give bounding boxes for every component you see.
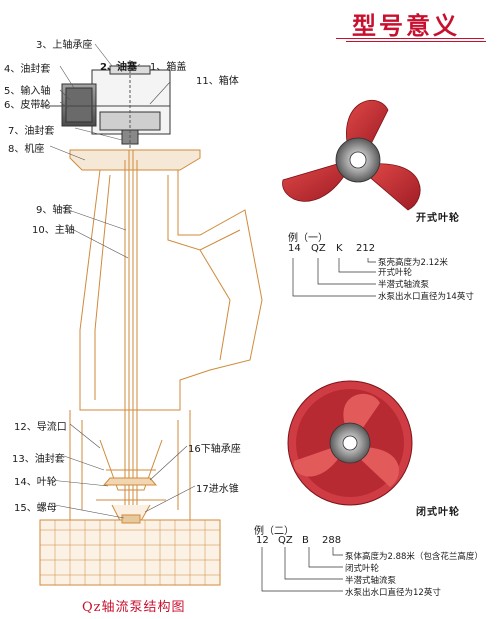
- example2-note-height: 泵体高度为2.88米（包含花兰高度）: [345, 552, 483, 562]
- diagram-caption: Qz轴流泵结构图: [82, 600, 186, 615]
- example2-title: 例（二）: [254, 526, 294, 537]
- closed-impeller-illustration: [287, 380, 413, 506]
- label-oil-seal-sleeve-4: 4、油封套: [4, 64, 51, 75]
- closed-impeller-caption: 闭式叶轮: [416, 507, 460, 518]
- pump-body: [39, 150, 263, 586]
- label-guide-outlet: 12、导流口: [14, 422, 67, 433]
- example2-code-type: QZ: [278, 535, 293, 546]
- example1-note-impeller: 开式叶轮: [378, 268, 413, 278]
- example1-note-height: 泵壳高度为2.12米: [378, 258, 448, 268]
- example1-note-size: 水泵出水口直径为14英寸: [378, 292, 474, 302]
- open-impeller-caption: 开式叶轮: [416, 213, 460, 224]
- label-inlet-cone: 17进水锥: [196, 484, 239, 495]
- example1-note-type: 半潜式轴流泵: [378, 280, 430, 290]
- label-main-shaft: 10、主轴: [32, 225, 75, 236]
- label-gearbox-body: 11、箱体: [196, 76, 239, 87]
- open-impeller-illustration: [282, 100, 421, 211]
- example2-code-height: 288: [322, 535, 342, 546]
- example1-code-height: 212: [356, 243, 376, 254]
- label-oil-seal-sleeve-13: 13、油封套: [12, 454, 65, 465]
- label-input-shaft: 5、输入轴: [4, 86, 51, 97]
- label-upper-bearing-seat: 3、上轴承座: [36, 40, 93, 51]
- title-underline-second: [346, 41, 486, 42]
- example2-note-impeller: 闭式叶轮: [345, 564, 380, 574]
- example2-code-size: 12: [256, 535, 269, 546]
- label-nut: 15、螺母: [14, 503, 57, 514]
- label-box-cover: 1、箱盖: [150, 62, 187, 73]
- label-impeller: 14、叶轮: [14, 477, 57, 488]
- example1-title: 例（一）: [288, 233, 328, 244]
- gearbox: [40, 60, 171, 150]
- example2-brackets: [261, 547, 343, 592]
- page-title: 型号意义: [352, 11, 460, 40]
- example1-code-size: 14: [288, 243, 301, 254]
- label-shaft-sleeve: 9、轴套: [36, 205, 73, 216]
- label-machine-base: 8、机座: [8, 144, 45, 155]
- label-oil-plug: 2、油塞: [100, 62, 137, 73]
- title-underline: [336, 38, 484, 39]
- label-lower-bearing-seat: 16下轴承座: [188, 444, 241, 455]
- label-oil-seal-sleeve-7: 7、油封套: [8, 126, 55, 137]
- leader-lines: [49, 43, 196, 519]
- example1-brackets: [292, 258, 376, 297]
- example1-code-impeller: K: [336, 243, 343, 254]
- example2-code-impeller: B: [302, 535, 309, 546]
- label-belt-pulley: 6、皮带轮: [4, 100, 51, 111]
- example1-code-type: QZ: [311, 243, 326, 254]
- example2-note-type: 半潜式轴流泵: [345, 576, 397, 586]
- machine-base: [69, 149, 201, 171]
- example2-note-size: 水泵出水口直径为12英寸: [345, 588, 441, 598]
